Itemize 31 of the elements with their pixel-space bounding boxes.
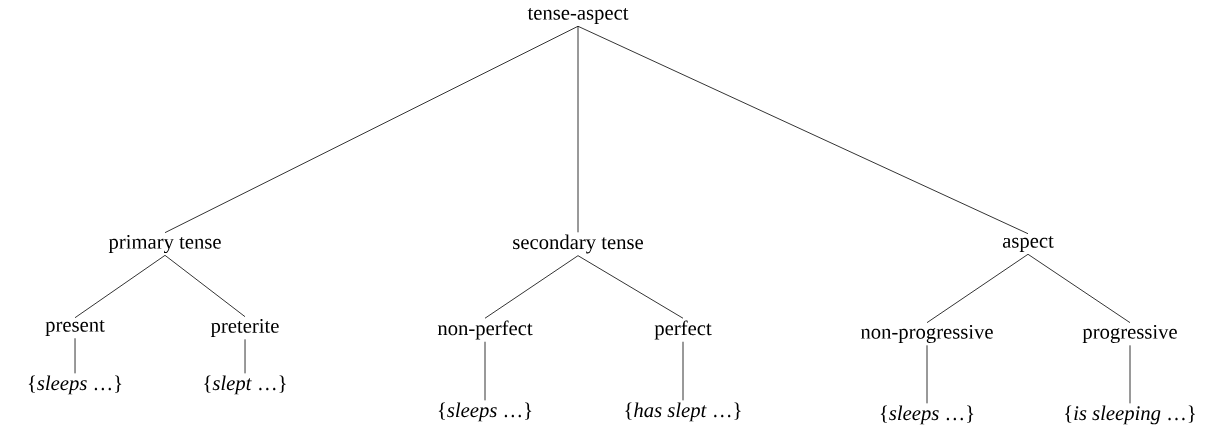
leaf-label: {has slept …} <box>625 402 741 422</box>
tree-branch <box>926 253 1029 324</box>
tree-branch <box>577 255 684 319</box>
tree-branch <box>74 337 76 374</box>
leaf-label: {is sleeping …} <box>1065 405 1195 425</box>
category-label: primary tense <box>108 234 221 254</box>
tree-branch <box>484 341 486 401</box>
category-label: non-progressive <box>860 324 993 344</box>
leaf-label: {sleeps …} <box>880 405 974 425</box>
category-label: present <box>45 320 105 336</box>
category-label: non-perfect <box>437 320 533 340</box>
tree-branch <box>244 338 246 374</box>
category-label: secondary tense <box>513 234 643 254</box>
tree-branch <box>1027 253 1131 324</box>
category-label: progressive <box>1082 324 1177 344</box>
category-label: aspect <box>1002 236 1054 252</box>
leaf-label: {sleeps …} <box>28 375 122 395</box>
tree-branch <box>164 25 579 234</box>
category-label: preterite <box>210 318 279 338</box>
tree-branch <box>164 254 246 318</box>
tree-branch <box>1129 344 1131 404</box>
tree-branch <box>484 255 579 319</box>
tree-branch <box>926 344 928 404</box>
category-label: perfect <box>654 320 712 340</box>
tree-branch <box>682 341 684 401</box>
category-label: tense-aspect <box>527 8 629 24</box>
leaf-label: {sleeps …} <box>438 402 532 422</box>
tree-branch <box>577 25 1029 235</box>
tree-branch <box>577 25 579 233</box>
tree-branch <box>74 254 166 319</box>
leaf-label: {slept …} <box>204 375 286 395</box>
